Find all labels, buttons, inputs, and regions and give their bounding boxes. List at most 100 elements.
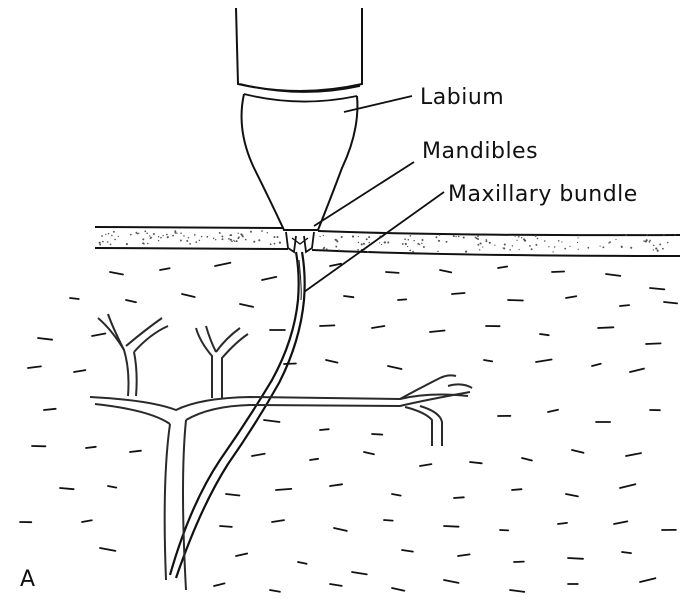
stipple-dot xyxy=(142,243,143,244)
tissue-dash xyxy=(650,288,664,289)
stipple-dot xyxy=(367,251,369,253)
stipple-dot xyxy=(667,242,668,243)
tissue-dash xyxy=(498,267,507,269)
stipple-dot xyxy=(250,231,252,233)
stipple-dot xyxy=(258,239,260,241)
stipple-dot xyxy=(438,240,440,242)
stipple-dot xyxy=(516,240,517,241)
stipple-dot xyxy=(404,238,406,240)
label-maxillary-bundle: Maxillary bundle xyxy=(448,182,638,207)
stipple-dot xyxy=(465,251,467,253)
stipple-dot xyxy=(504,243,506,245)
stipple-dot xyxy=(273,236,275,238)
stipple-dot xyxy=(421,243,422,244)
label-mandibles: Mandibles xyxy=(422,139,538,164)
surface-bottom-line-right xyxy=(312,250,680,256)
tissue-dash xyxy=(276,489,291,490)
leader-mandibles xyxy=(314,162,414,226)
stipple-dot xyxy=(126,243,128,245)
tissue-dashes xyxy=(20,263,677,592)
tissue-dash xyxy=(70,298,79,299)
tissue-dash xyxy=(548,410,558,412)
stipple-dot xyxy=(458,236,460,238)
stipple-dot xyxy=(643,240,645,242)
tissue-dash xyxy=(284,364,296,365)
tissue-dash xyxy=(386,272,399,273)
tissue-dash xyxy=(420,464,431,466)
tissue-dash xyxy=(240,304,253,307)
stipple-dot xyxy=(435,236,437,238)
stipple-dot xyxy=(158,240,159,241)
stipple-dot xyxy=(147,243,149,245)
stipple-dot xyxy=(502,247,503,248)
stipple-dot xyxy=(149,235,150,236)
stipple-dot xyxy=(102,241,104,243)
tissue-dash xyxy=(364,452,374,454)
tissue-dash xyxy=(540,334,549,335)
tissue-dash xyxy=(398,299,406,300)
stipple-dot xyxy=(274,243,276,245)
tissue-dash xyxy=(620,484,635,488)
stipple-dot xyxy=(578,249,579,250)
tissue-dash xyxy=(264,420,280,422)
tissue-dash xyxy=(330,584,342,586)
stipple-dot xyxy=(439,234,440,235)
stipple-dot xyxy=(368,242,370,244)
stipple-dot xyxy=(477,244,479,246)
stipple-dot xyxy=(158,236,159,237)
tissue-dash xyxy=(330,484,342,486)
stipple-dot xyxy=(407,246,408,247)
stipple-dot xyxy=(417,243,419,245)
stipple-dot xyxy=(477,235,479,237)
stipple-dot xyxy=(569,246,570,247)
stipple-dot xyxy=(414,240,415,241)
stipple-dot xyxy=(655,248,657,250)
stipple-dot xyxy=(174,232,176,234)
tissue-dash xyxy=(334,528,347,531)
tissue-dash xyxy=(402,550,413,552)
stipple-dot xyxy=(600,246,601,247)
stipple-dot xyxy=(180,240,182,242)
stipple-dot xyxy=(107,241,109,243)
tissue-dash xyxy=(646,343,661,344)
tissue-dash xyxy=(92,334,105,337)
tissue-dash xyxy=(454,497,464,498)
stipple-dot xyxy=(494,244,495,245)
stipple-dot xyxy=(245,239,247,241)
stipple-dot xyxy=(437,251,438,252)
stipple-dot xyxy=(653,245,655,247)
stipple-dot xyxy=(279,242,281,244)
stipple-dot xyxy=(552,251,553,252)
stipple-dot xyxy=(142,238,144,240)
stipple-dot xyxy=(366,238,368,240)
tissue-dash xyxy=(592,364,601,366)
stipple-dot xyxy=(558,240,560,242)
stipple-dot xyxy=(653,249,654,250)
tissue-dash xyxy=(536,360,552,363)
stipple-dot xyxy=(319,236,320,237)
stipple-dot xyxy=(662,248,664,250)
insect-head xyxy=(236,8,362,230)
tissue-dash xyxy=(568,558,583,559)
tissue-dash xyxy=(236,554,247,557)
tissue-dash xyxy=(566,296,576,298)
tissue-dash xyxy=(640,578,655,582)
stipple-dot xyxy=(108,233,110,235)
stipple-dot xyxy=(323,248,325,250)
maxillary-bundle xyxy=(170,252,305,578)
tissue-dash xyxy=(512,489,522,490)
stipple-dot xyxy=(548,246,549,247)
tissue-dash xyxy=(626,453,641,456)
stipple-dot xyxy=(482,246,483,247)
stipple-dot xyxy=(455,236,456,237)
stipple-dot xyxy=(409,235,411,237)
labium-upper-segment xyxy=(236,8,362,91)
stipple-dot xyxy=(358,236,359,237)
stipple-dot xyxy=(215,239,216,240)
tissue-dash xyxy=(86,447,96,448)
stipple-dot xyxy=(357,249,359,251)
label-labium: Labium xyxy=(420,85,504,110)
tissue-dash xyxy=(630,369,644,372)
leader-labium xyxy=(344,96,412,112)
stipple-dot xyxy=(479,249,480,250)
